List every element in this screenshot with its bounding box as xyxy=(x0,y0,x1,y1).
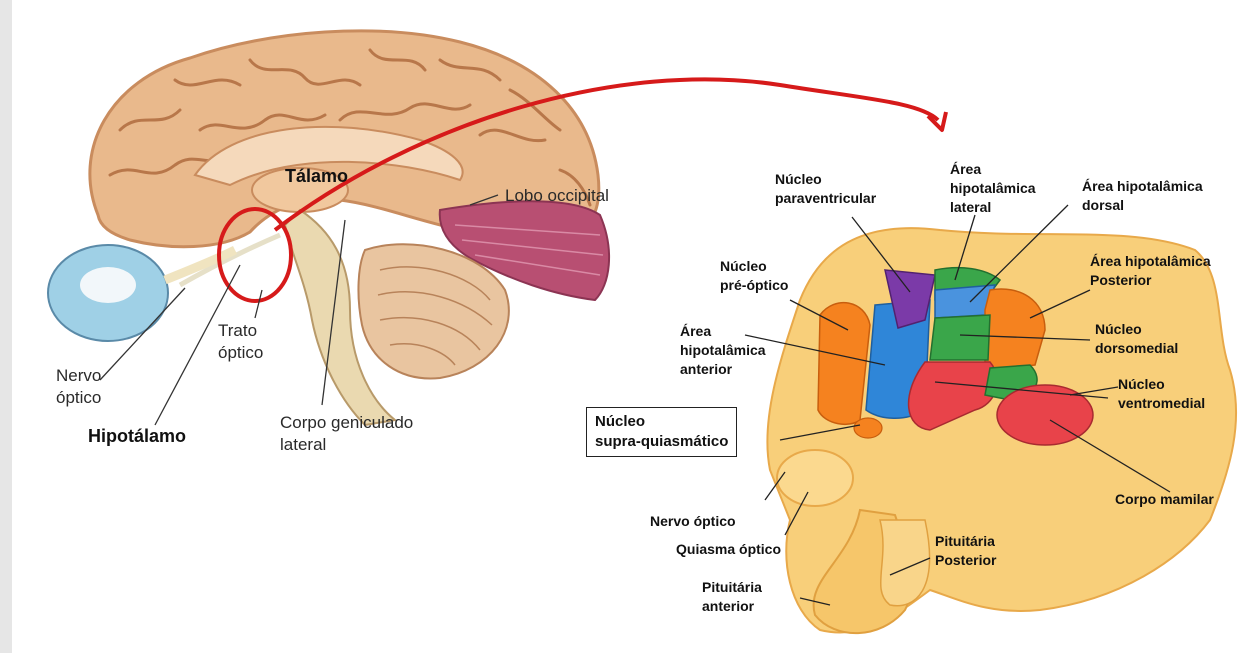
label-area-hipotalamica-dorsal: Área hipotalâmica dorsal xyxy=(1082,177,1203,215)
label-trato-optico: Trato óptico xyxy=(218,320,263,364)
label-nucleo-pre-optico: Núcleo pré-óptico xyxy=(720,257,788,295)
label-nucleo-supra-quiasmatico: Núcleo supra-quiasmático xyxy=(586,407,737,457)
label-corpo-mamilar: Corpo mamilar xyxy=(1115,490,1214,509)
label-nucleo-paraventricular: Núcleo paraventricular xyxy=(775,170,876,208)
label-area-hipotalamica-posterior: Área hipotalâmica Posterior xyxy=(1090,252,1211,290)
label-quiasma-optico: Quiasma óptico xyxy=(676,540,781,559)
suprachiasmatic-nucleus xyxy=(854,418,882,438)
label-hipotalamo: Hipotálamo xyxy=(88,425,186,447)
label-talamo: Tálamo xyxy=(285,165,348,187)
label-pituitaria-posterior: Pituitária Posterior xyxy=(935,532,996,570)
optic-chiasm xyxy=(777,450,853,506)
label-nervo-optico-detail: Nervo óptico xyxy=(650,512,736,531)
brain-illustration xyxy=(48,31,609,425)
label-nucleo-dorsomedial: Núcleo dorsomedial xyxy=(1095,320,1178,358)
label-nervo-optico: Nervo óptico xyxy=(56,365,101,409)
eye-lens xyxy=(80,267,136,303)
dorsomedial-nucleus xyxy=(930,315,990,360)
label-area-hipotalamica-lateral: Área hipotalâmica lateral xyxy=(950,160,1036,217)
label-pituitaria-anterior: Pituitária anterior xyxy=(702,578,762,616)
preoptic-nucleus xyxy=(818,303,870,425)
label-lobo-occipital: Lobo occipital xyxy=(505,185,609,207)
label-corpo-geniculado: Corpo geniculado lateral xyxy=(280,412,413,456)
label-area-hipotalamica-anterior: Área hipotalâmica anterior xyxy=(680,322,766,379)
label-nucleo-ventromedial: Núcleo ventromedial xyxy=(1118,375,1205,413)
